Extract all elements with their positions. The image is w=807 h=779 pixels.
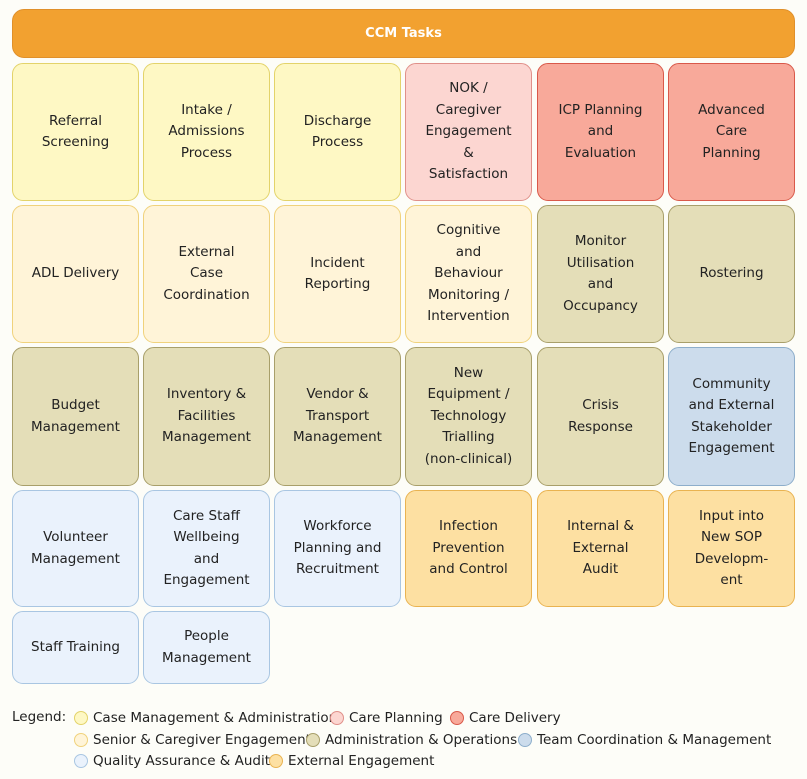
task-card: Infection Prevention and Control <box>405 490 532 607</box>
task-card: Cognitive and Behaviour Monitoring / Int… <box>405 205 532 343</box>
task-card: Vendor & Transport Management <box>274 347 401 486</box>
legend-label: Team Coordination & Management <box>537 732 772 748</box>
task-card: Budget Management <box>12 347 139 486</box>
task-card: Workforce Planning and Recruitment <box>274 490 401 607</box>
legend-swatch <box>518 733 532 747</box>
task-card: New Equipment / Technology Trialling (no… <box>405 347 532 486</box>
task-card: Internal & External Audit <box>537 490 664 607</box>
legend-swatch <box>306 733 320 747</box>
legend-label: Case Management & Administration <box>93 710 338 726</box>
legend-label: Administration & Operations <box>325 732 518 748</box>
header-title: CCM Tasks <box>365 26 442 41</box>
legend-swatch <box>74 754 88 768</box>
legend-title: Legend: <box>12 709 67 725</box>
legend-item: Team Coordination & Management <box>518 731 771 749</box>
legend-swatch <box>74 733 88 747</box>
task-card: Advanced Care Planning <box>668 63 795 201</box>
task-card: People Management <box>143 611 270 684</box>
legend-swatch <box>450 711 464 725</box>
task-card: ADL Delivery <box>12 205 139 343</box>
task-card: NOK / Caregiver Engagement & Satisfactio… <box>405 63 532 201</box>
task-card: Input into New SOP Developm- ent <box>668 490 795 607</box>
task-card: Monitor Utilisation and Occupancy <box>537 205 664 343</box>
task-card: Incident Reporting <box>274 205 401 343</box>
legend-swatch <box>74 711 88 725</box>
legend-swatch <box>269 754 283 768</box>
legend-swatch <box>330 711 344 725</box>
legend-item: Care Planning <box>330 709 443 727</box>
task-card: Crisis Response <box>537 347 664 486</box>
legend-item: Senior & Caregiver Engagement <box>74 731 311 749</box>
task-card: Volunteer Management <box>12 490 139 607</box>
task-card: Inventory & Facilities Management <box>143 347 270 486</box>
task-card: Rostering <box>668 205 795 343</box>
legend-label: Senior & Caregiver Engagement <box>93 732 311 748</box>
task-card: Care Staff Wellbeing and Engagement <box>143 490 270 607</box>
task-card: ICP Planning and Evaluation <box>537 63 664 201</box>
legend-label: Quality Assurance & Audit <box>93 753 271 769</box>
legend-item: Quality Assurance & Audit <box>74 752 270 770</box>
task-card: Staff Training <box>12 611 139 684</box>
task-card: Referral Screening <box>12 63 139 201</box>
task-card: Intake / Admissions Process <box>143 63 270 201</box>
legend-item: Care Delivery <box>450 709 561 727</box>
legend-label: Care Delivery <box>469 710 561 726</box>
legend-item: Case Management & Administration <box>74 709 337 727</box>
legend-item: Administration & Operations <box>306 731 517 749</box>
task-card: External Case Coordination <box>143 205 270 343</box>
legend-item: External Engagement <box>269 752 434 770</box>
legend-label: Care Planning <box>349 710 443 726</box>
diagram-header: CCM Tasks <box>12 9 795 58</box>
task-card: Community and External Stakeholder Engag… <box>668 347 795 486</box>
legend-label: External Engagement <box>288 753 435 769</box>
task-card: Discharge Process <box>274 63 401 201</box>
